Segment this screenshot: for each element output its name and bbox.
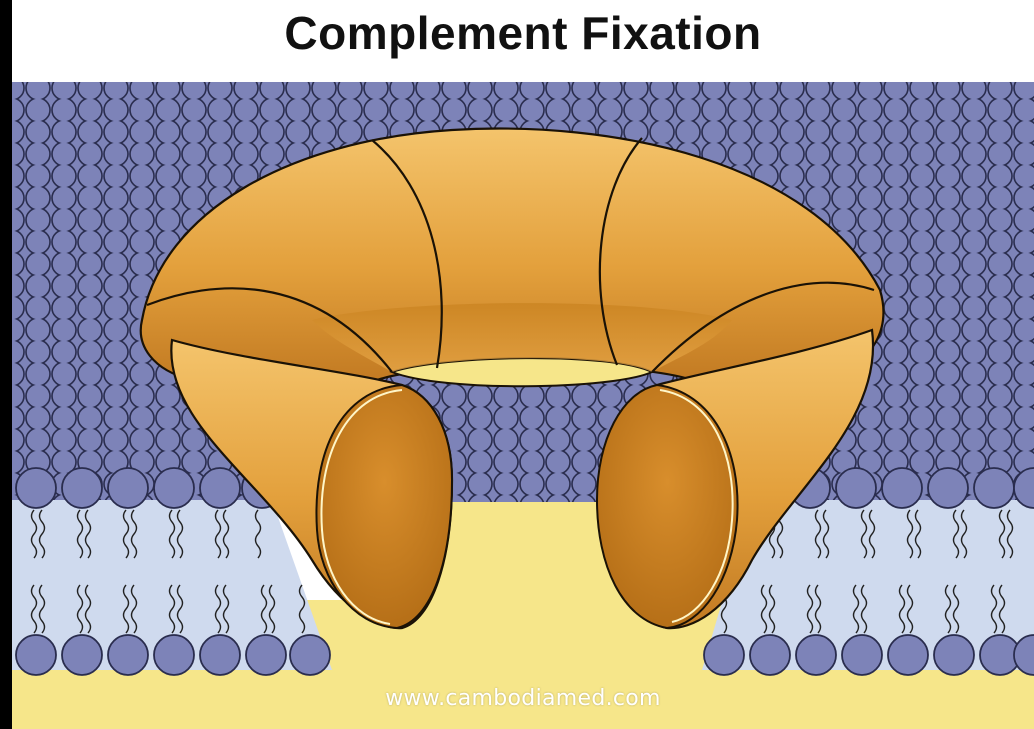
watermark: www.cambodiamed.com xyxy=(12,686,1034,711)
complement-fixation-illustration xyxy=(12,0,1034,729)
diagram-canvas: Complement Fixation www.cambodiamed.com xyxy=(12,0,1034,729)
diagram-title: Complement Fixation xyxy=(12,6,1034,60)
